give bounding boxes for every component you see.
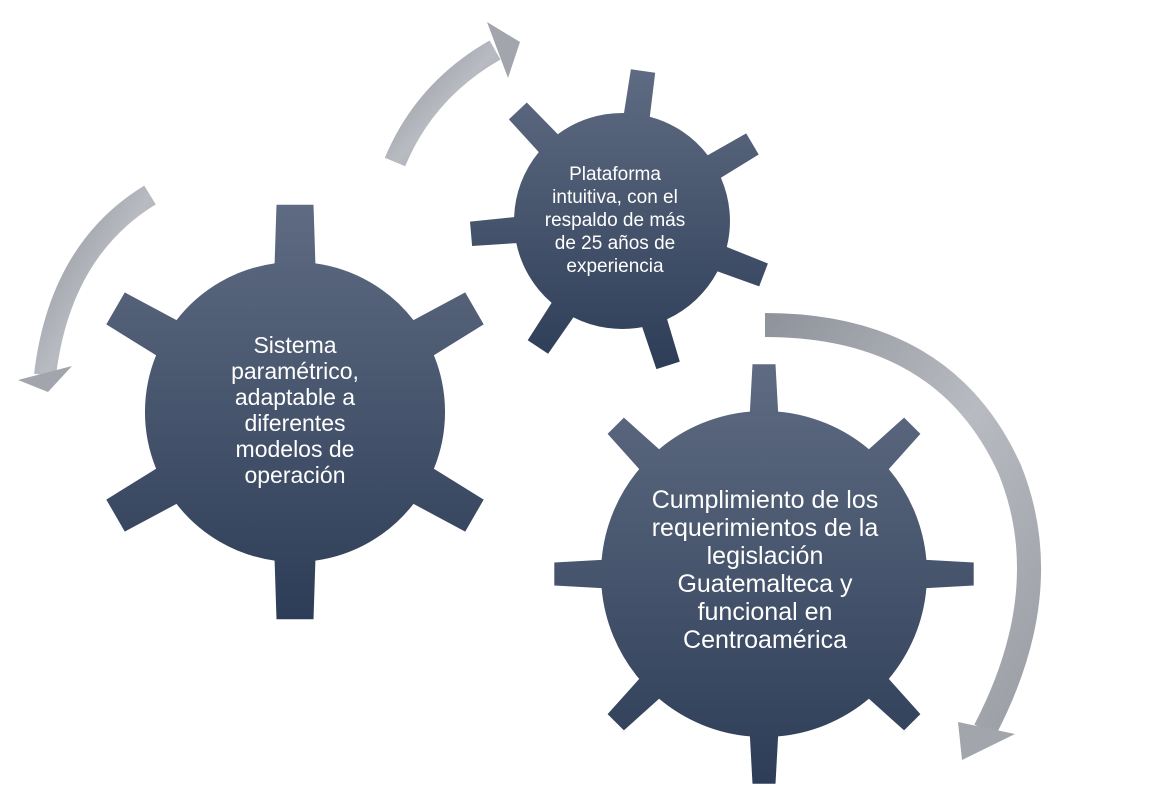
gear-left (106, 204, 484, 620)
gears-group (106, 69, 974, 784)
arrow-top (384, 22, 520, 167)
gear-top-label: Plataforma intuitiva, con el respaldo de… (544, 163, 686, 277)
gear-bottom-label: Cumplimiento de los requerimientos de la… (651, 486, 879, 654)
gear-bottom (554, 364, 974, 784)
arrow-left (18, 185, 156, 392)
gear-top (470, 69, 768, 370)
arrow-right (764, 313, 1042, 760)
cycle-arrows (18, 22, 1042, 760)
gear-left-label: Sistema paramétrico, adaptable a diferen… (231, 332, 359, 488)
